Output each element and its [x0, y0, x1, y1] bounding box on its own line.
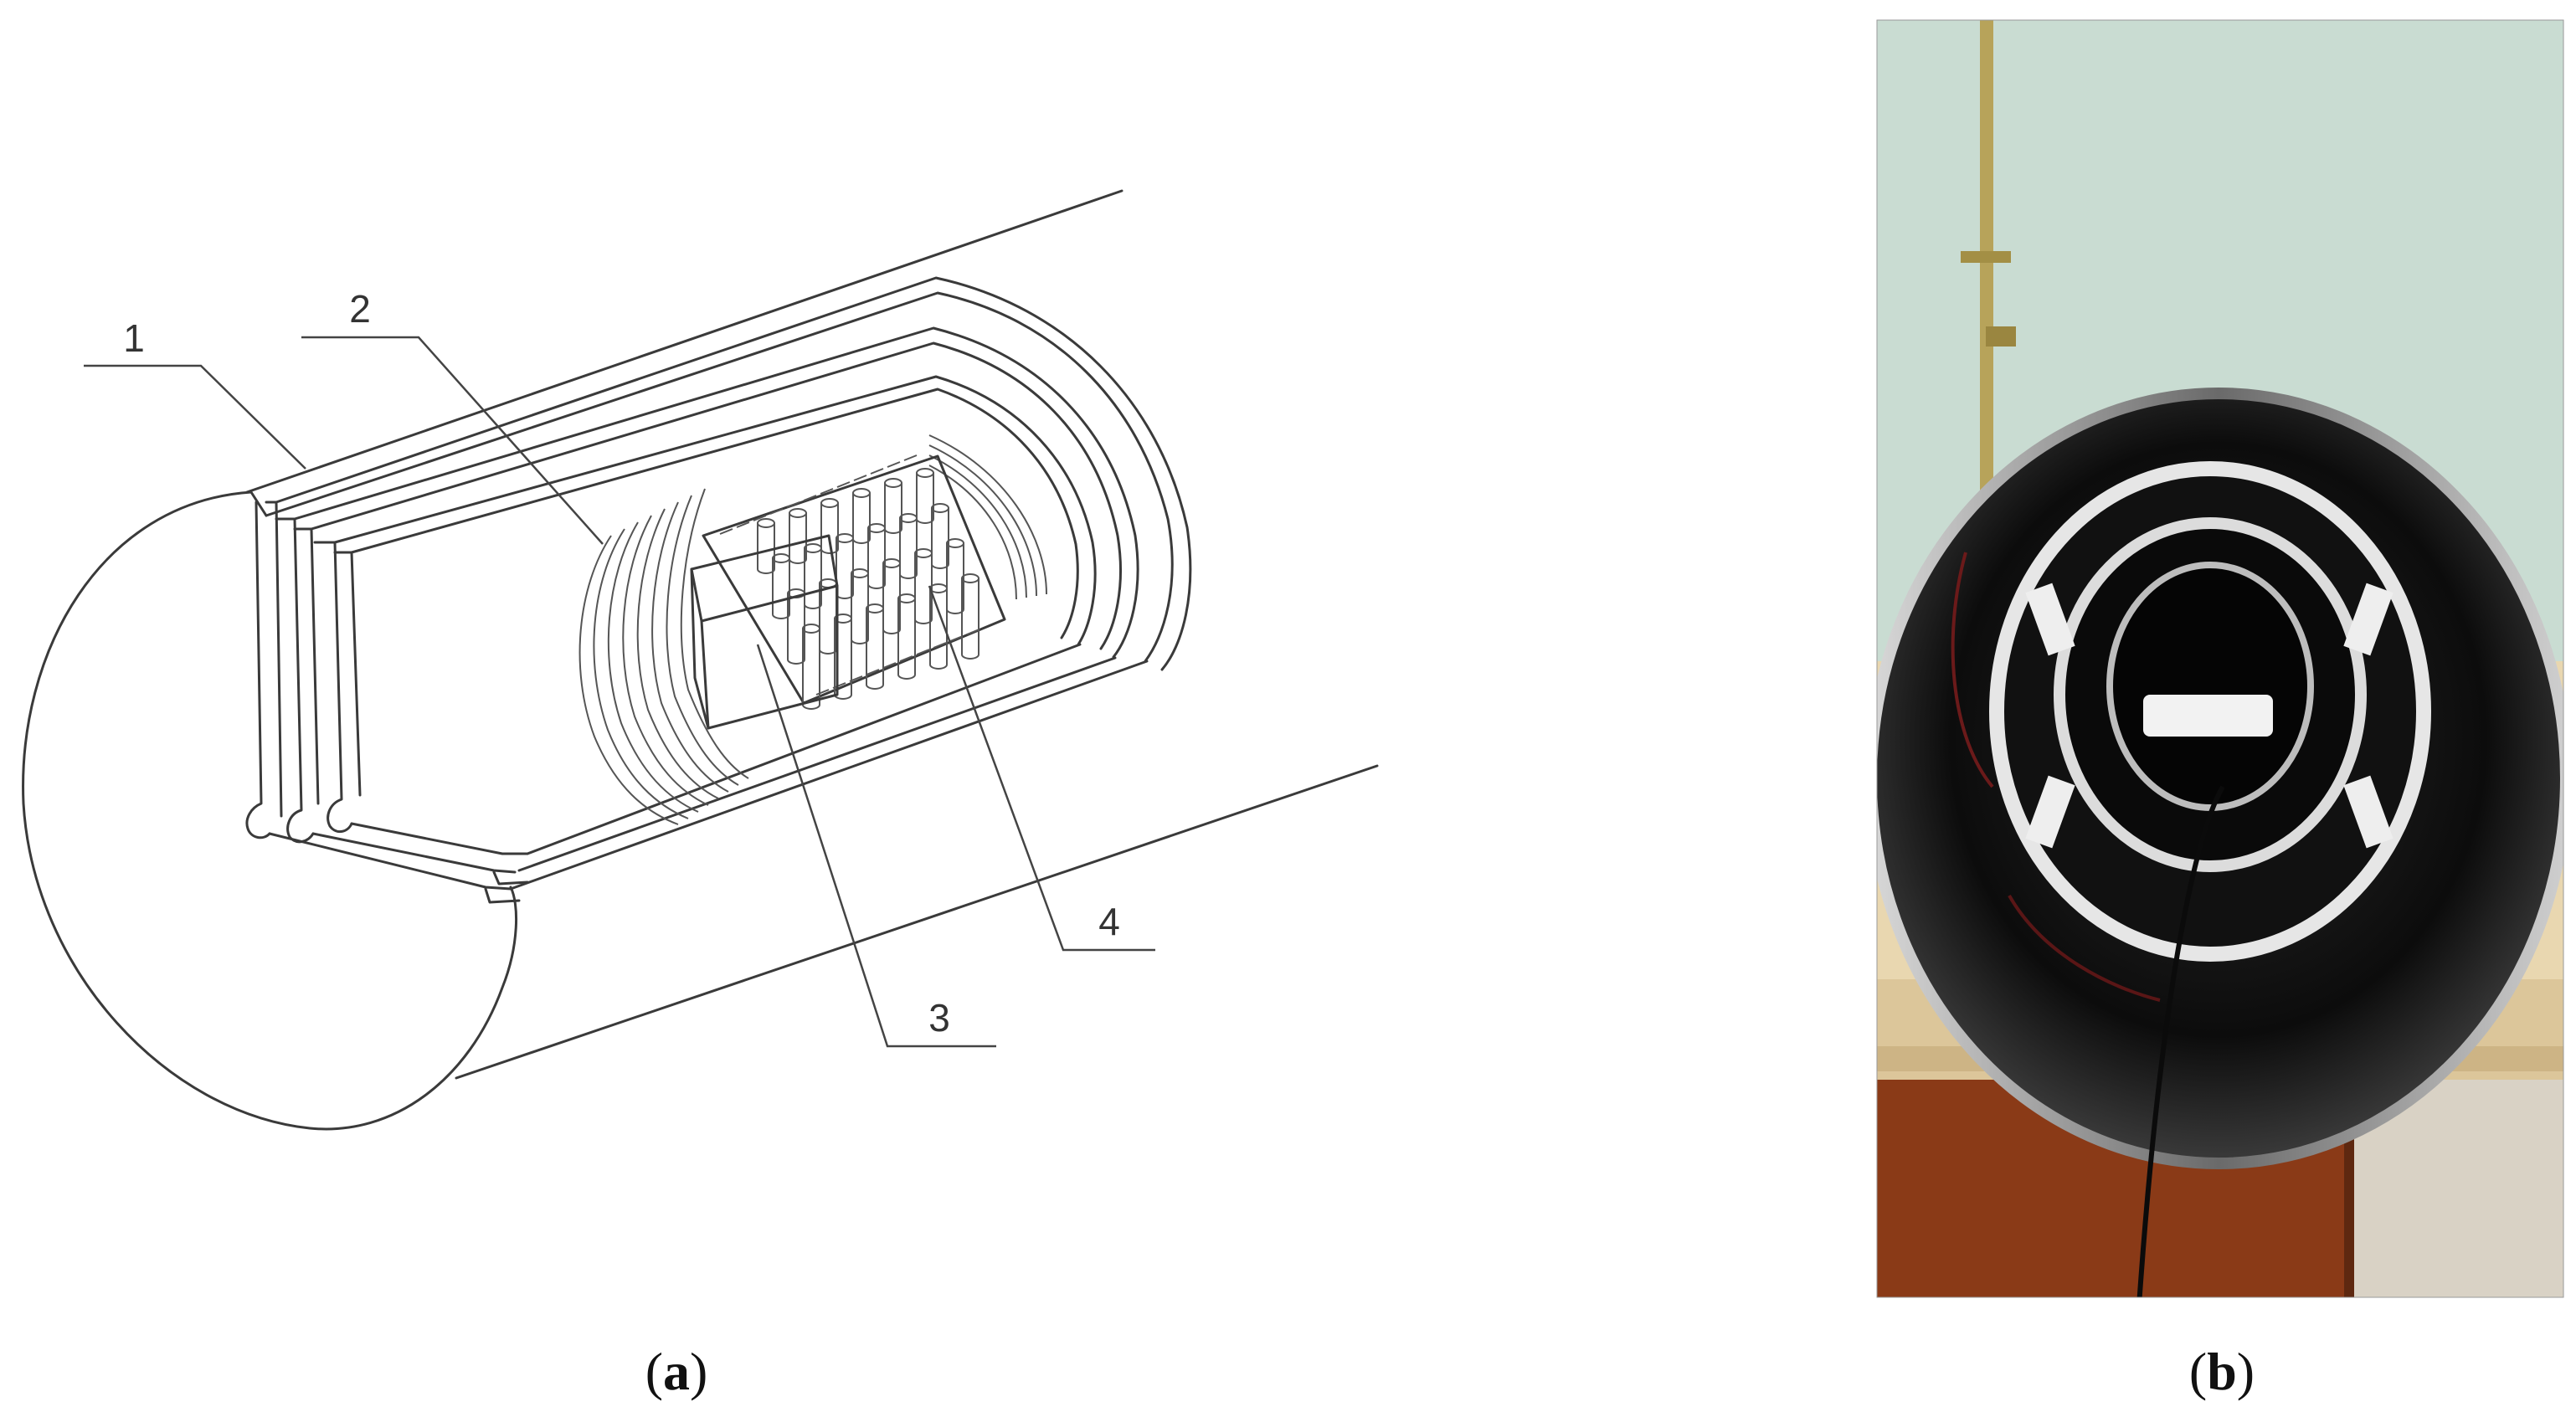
vial-cap	[882, 558, 901, 568]
vial-cap	[961, 573, 979, 583]
vial	[802, 629, 820, 710]
sample-tray	[702, 454, 1006, 705]
leader-lines	[84, 336, 1155, 1048]
vial	[866, 608, 884, 690]
shell-2-top	[310, 341, 1122, 650]
leader-3	[756, 644, 996, 1048]
photo-pipe	[1980, 20, 1993, 522]
callout-2: 2	[349, 287, 371, 331]
shell-1-top	[265, 291, 1174, 663]
vial-cap	[867, 523, 886, 533]
vial-cap	[789, 508, 807, 518]
vial-cap	[914, 548, 933, 558]
vial-cap	[834, 614, 852, 624]
cylinder-bottom-edge	[455, 764, 1379, 1080]
vial-cap	[899, 513, 918, 523]
vial-cap	[802, 624, 820, 634]
leader-4	[928, 585, 1155, 952]
shell-3-top	[350, 388, 1079, 639]
vial-cap	[772, 553, 790, 563]
vial-cap	[852, 488, 871, 498]
vial-cap	[884, 478, 902, 488]
vial	[757, 523, 775, 574]
callout-1: 1	[123, 316, 145, 360]
vial-cap	[897, 593, 916, 603]
leader-2	[301, 336, 604, 545]
vial-cap	[916, 468, 934, 478]
vial-cap	[866, 603, 884, 614]
leader-1	[84, 364, 306, 470]
cylinder-top-edge	[245, 189, 1123, 494]
photo-sample	[2143, 695, 2273, 737]
sample-vials	[757, 468, 979, 710]
vial-cap	[820, 498, 839, 508]
vial	[961, 578, 979, 660]
vial	[897, 598, 916, 680]
callout-3: 3	[928, 996, 950, 1040]
vial	[787, 593, 805, 665]
shell-wall-section	[245, 501, 529, 904]
vial-cap	[946, 538, 964, 548]
front-end-cap	[22, 490, 518, 1131]
photo-cable	[2136, 785, 2225, 1297]
sample-block	[690, 534, 839, 730]
vial-cap	[757, 518, 775, 528]
caption-b: (b)	[2189, 1342, 2255, 1401]
vial-cap	[804, 543, 822, 553]
panel-a-drawing: 1 2 3 4	[22, 189, 1379, 1131]
vial-cap	[851, 568, 869, 578]
heater-coil	[578, 434, 1047, 825]
photo-shell-3	[2106, 562, 2314, 811]
vial	[929, 588, 948, 670]
panel-b-photo	[1877, 20, 2563, 1297]
photo-frame	[1876, 19, 2564, 1298]
vial-cap	[836, 533, 854, 543]
vial-cap	[931, 503, 949, 513]
callout-4: 4	[1098, 900, 1120, 943]
caption-a: (a)	[645, 1342, 708, 1401]
vial	[772, 558, 790, 619]
